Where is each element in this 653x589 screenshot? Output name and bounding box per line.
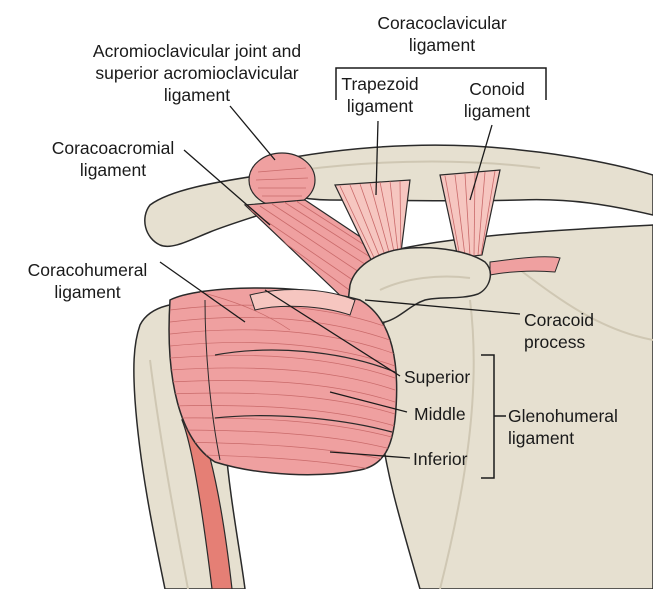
label-acromioclavicular-joint: Acromioclavicular joint and superior acr… <box>62 40 332 106</box>
label-inferior: Inferior <box>413 448 467 470</box>
label-coracoclavicular-ligament: Coracoclavicular ligament <box>352 12 532 56</box>
label-coracoacromial-ligament: Coracoacromial ligament <box>33 137 193 181</box>
label-conoid-ligament: Conoid ligament <box>452 78 542 122</box>
label-glenohumeral-ligament: Glenohumeral ligament <box>508 405 618 449</box>
label-coracoid-process: Coracoid process <box>524 309 594 353</box>
glenohumeral-capsule <box>169 288 397 475</box>
label-trapezoid-ligament: Trapezoid ligament <box>335 73 425 117</box>
label-coracohumeral-ligament: Coracohumeral ligament <box>10 259 165 303</box>
label-superior: Superior <box>404 366 470 388</box>
label-middle: Middle <box>414 403 466 425</box>
